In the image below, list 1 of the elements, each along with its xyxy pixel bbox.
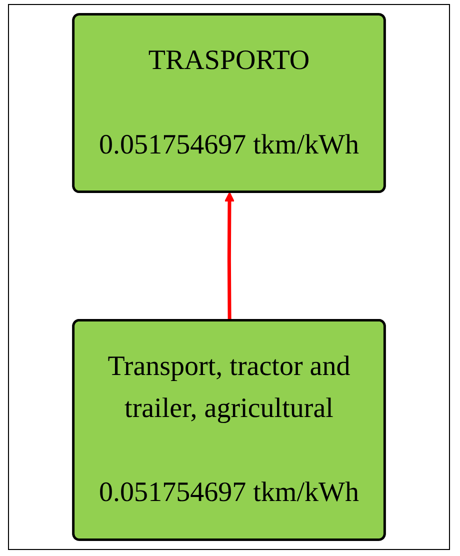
arrow bbox=[224, 192, 235, 321]
